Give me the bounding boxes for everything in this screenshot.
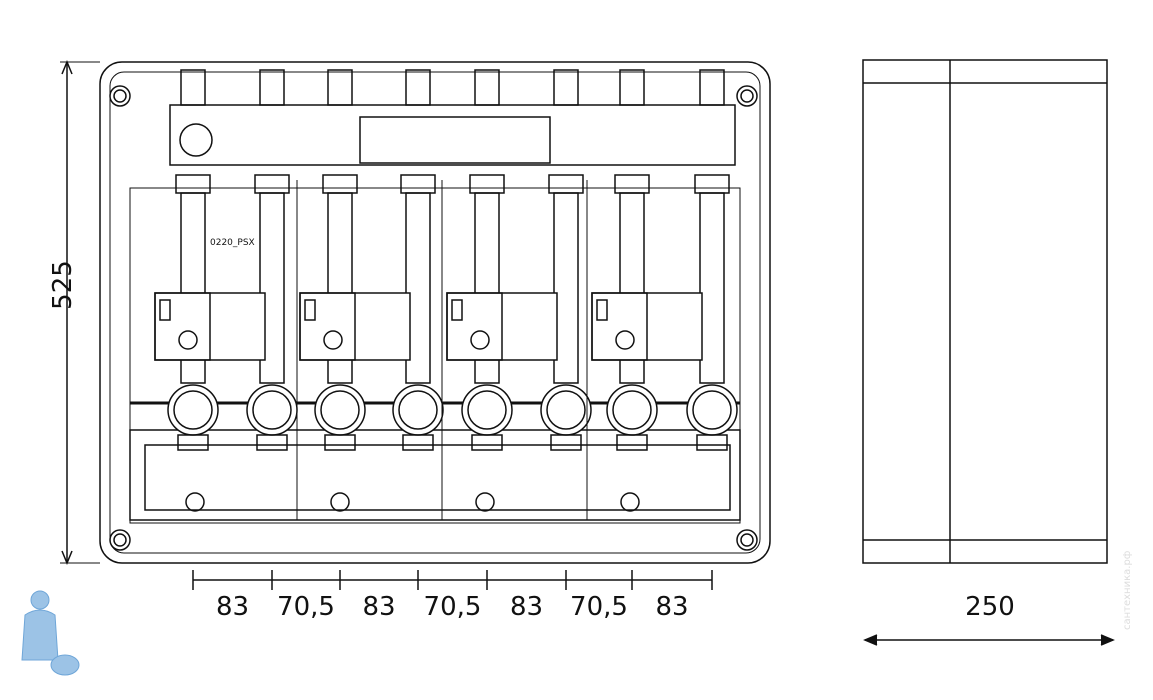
ball-valve-inner [692,390,732,430]
pipe-nut [400,174,436,194]
ball-valve [314,384,366,436]
height-dimension: 525 [47,260,78,310]
spacing-label: 83 [215,592,250,622]
pipe-nut [322,174,358,194]
ball-valve-inner [398,390,438,430]
depth-dimension: 250 [965,592,1015,622]
pipe-nut [694,174,730,194]
valve-nut [471,434,503,451]
pipe [180,192,206,384]
pump-head [299,292,356,361]
pipe [327,192,353,384]
pump-knob [178,330,198,350]
spacing-label: 70,5 [423,592,482,622]
dimension-lines [60,60,1115,646]
ball-valve-inner [467,390,507,430]
pump-display [159,299,171,321]
pipe-connection [474,69,500,106]
pipe-nut [175,174,211,194]
valve-nut [696,434,728,451]
pipe-nut [614,174,650,194]
pump-knob [470,330,490,350]
valve-nut [402,434,434,451]
ball-valve [686,384,738,436]
ball-valve-inner [612,390,652,430]
valve-nut [177,434,209,451]
mounting-holes [109,85,758,551]
valve-nut [256,434,288,451]
ball-valve [167,384,219,436]
ball-valve [246,384,298,436]
ball-valve [606,384,658,436]
pump-head [154,292,211,361]
ball-valve-inner [173,390,213,430]
pipe-nut [548,174,584,194]
plumber-logo [21,590,80,676]
pipe-connection [553,69,579,106]
spacing-label: 83 [655,592,689,622]
pipe [474,192,500,384]
ball-valve-inner [546,390,586,430]
pipe [699,192,725,384]
pipe-connection [405,69,431,106]
pump-display [304,299,316,321]
pipe [405,192,431,384]
ball-valve [540,384,592,436]
pipe [619,192,645,384]
ball-valve-inner [252,390,292,430]
side-view [862,59,1108,564]
valve-nut [616,434,648,451]
ball-valve-inner [320,390,360,430]
pump-head [591,292,648,361]
part-label: 0220_PSX [210,238,255,248]
pipe-connection [619,69,645,106]
pump-display [451,299,463,321]
pipe [259,192,285,384]
pipe-connection [180,69,206,106]
ball-valve [392,384,444,436]
pipe [553,192,579,384]
top-manifold [169,104,736,166]
pump-display [596,299,608,321]
spacing-label: 83 [362,592,396,622]
spacing-label: 83 [509,592,544,622]
spacing-label: 70,5 [570,592,628,622]
spacing-label: 70,5 [277,592,335,622]
ball-valve [461,384,513,436]
pump-knob [323,330,343,350]
pipe-connection [327,69,353,106]
pipe-nut [469,174,505,194]
valve-nut [550,434,582,451]
watermark: сантехника.рф [1122,550,1133,630]
pump-head [446,292,503,361]
valve-nut [324,434,356,451]
pipe-connection [259,69,285,106]
bottom-manifold [129,429,741,521]
pipe-nut [254,174,290,194]
pipe-connection [699,69,725,106]
front-view [99,61,771,564]
pump-knob [615,330,635,350]
